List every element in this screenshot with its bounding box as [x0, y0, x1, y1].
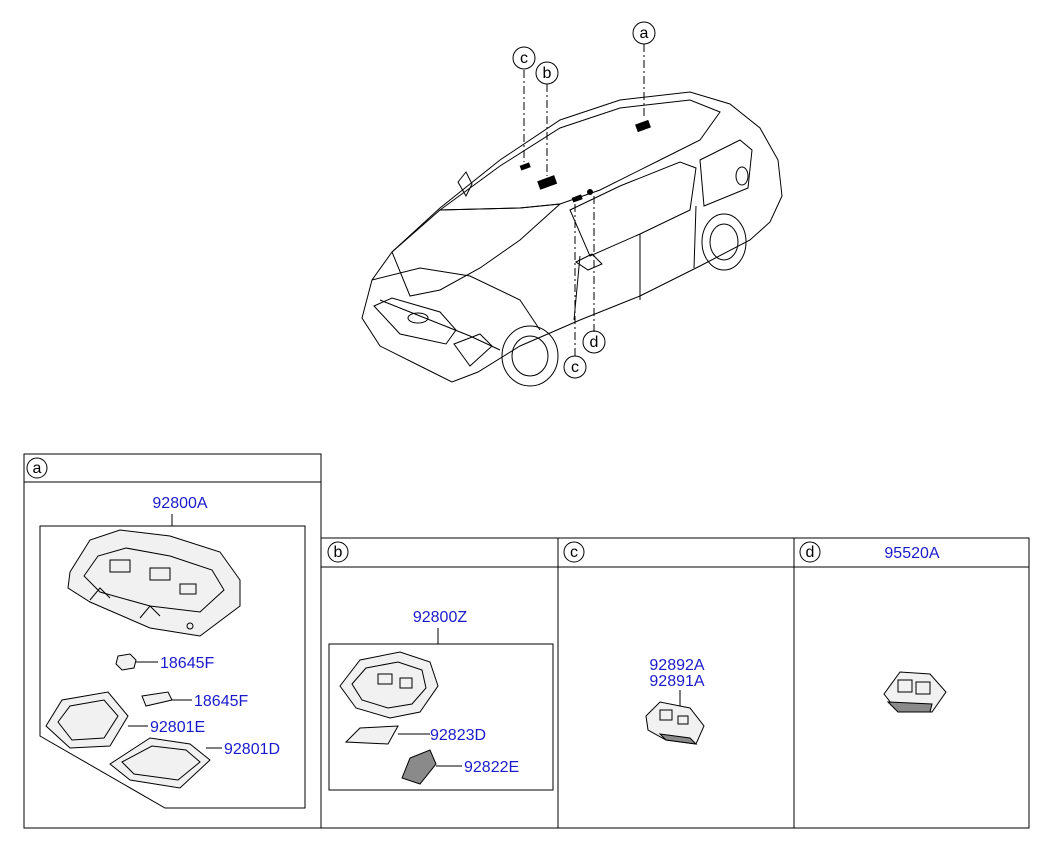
- part-92823D[interactable]: 92823D: [430, 727, 486, 744]
- panel-c: c 92892A 92891A: [557, 537, 795, 829]
- callout-top-c-lower[interactable]: c: [563, 355, 587, 379]
- lamp-c-marker-lower: [571, 194, 583, 203]
- svg-text:c: c: [571, 359, 579, 376]
- part-18645F-1[interactable]: 18645F: [160, 655, 214, 672]
- part-92801D[interactable]: 92801D: [224, 741, 280, 758]
- panel-a-letter: a: [26, 457, 48, 479]
- part-92801E[interactable]: 92801E: [150, 719, 205, 736]
- svg-text:c: c: [570, 544, 578, 561]
- part-18645F-2[interactable]: 18645F: [194, 693, 248, 710]
- svg-text:b: b: [543, 65, 552, 82]
- svg-text:a: a: [33, 460, 42, 477]
- lens-92823D: [344, 725, 430, 745]
- panel-c-letter: c: [563, 541, 585, 563]
- svg-text:b: b: [334, 544, 343, 561]
- panel-d-letter: d: [799, 541, 821, 563]
- cover-92822E: [401, 749, 462, 785]
- svg-text:d: d: [590, 334, 599, 351]
- overhead-lamp-assembly: [67, 529, 241, 637]
- bulb-1: [115, 653, 158, 671]
- callout-top-b[interactable]: b: [535, 61, 559, 85]
- console-lamp-assembly: [339, 651, 439, 719]
- panel-d: d 95520A: [793, 537, 1030, 829]
- callout-top-a[interactable]: a: [632, 21, 656, 45]
- part-92800A[interactable]: 92800A: [152, 495, 207, 512]
- sensor-assembly: [883, 671, 947, 713]
- lens-92801D: [109, 737, 222, 789]
- svg-text:d: d: [806, 544, 815, 561]
- svg-text:a: a: [640, 25, 649, 42]
- leader-lines: [523, 44, 645, 356]
- svg-text:c: c: [520, 50, 528, 67]
- callout-top-c-upper[interactable]: c: [512, 46, 536, 70]
- callout-top-d[interactable]: d: [582, 330, 606, 354]
- part-92892A[interactable]: 92892A: [649, 657, 704, 674]
- bulb-2: [141, 691, 192, 707]
- panel-a: a 92800A 18645F 18645F: [23, 453, 322, 829]
- sensor-d-marker: [587, 189, 593, 195]
- part-95520A[interactable]: 95520A: [884, 545, 939, 562]
- part-92891A[interactable]: 92891A: [649, 673, 704, 690]
- panel-b: b 92800Z 92823D 92822E: [320, 537, 1029, 829]
- lamp-c-marker-upper: [519, 162, 531, 171]
- lamp-b-marker: [537, 175, 558, 190]
- car-illustration: [361, 91, 783, 387]
- lens-92801E: [45, 691, 148, 749]
- door-lamp-assembly: [645, 701, 705, 745]
- panel-b-letter: b: [327, 541, 349, 563]
- lamp-a-marker: [635, 119, 651, 133]
- part-92822E[interactable]: 92822E: [464, 759, 519, 776]
- part-92800Z[interactable]: 92800Z: [413, 609, 467, 626]
